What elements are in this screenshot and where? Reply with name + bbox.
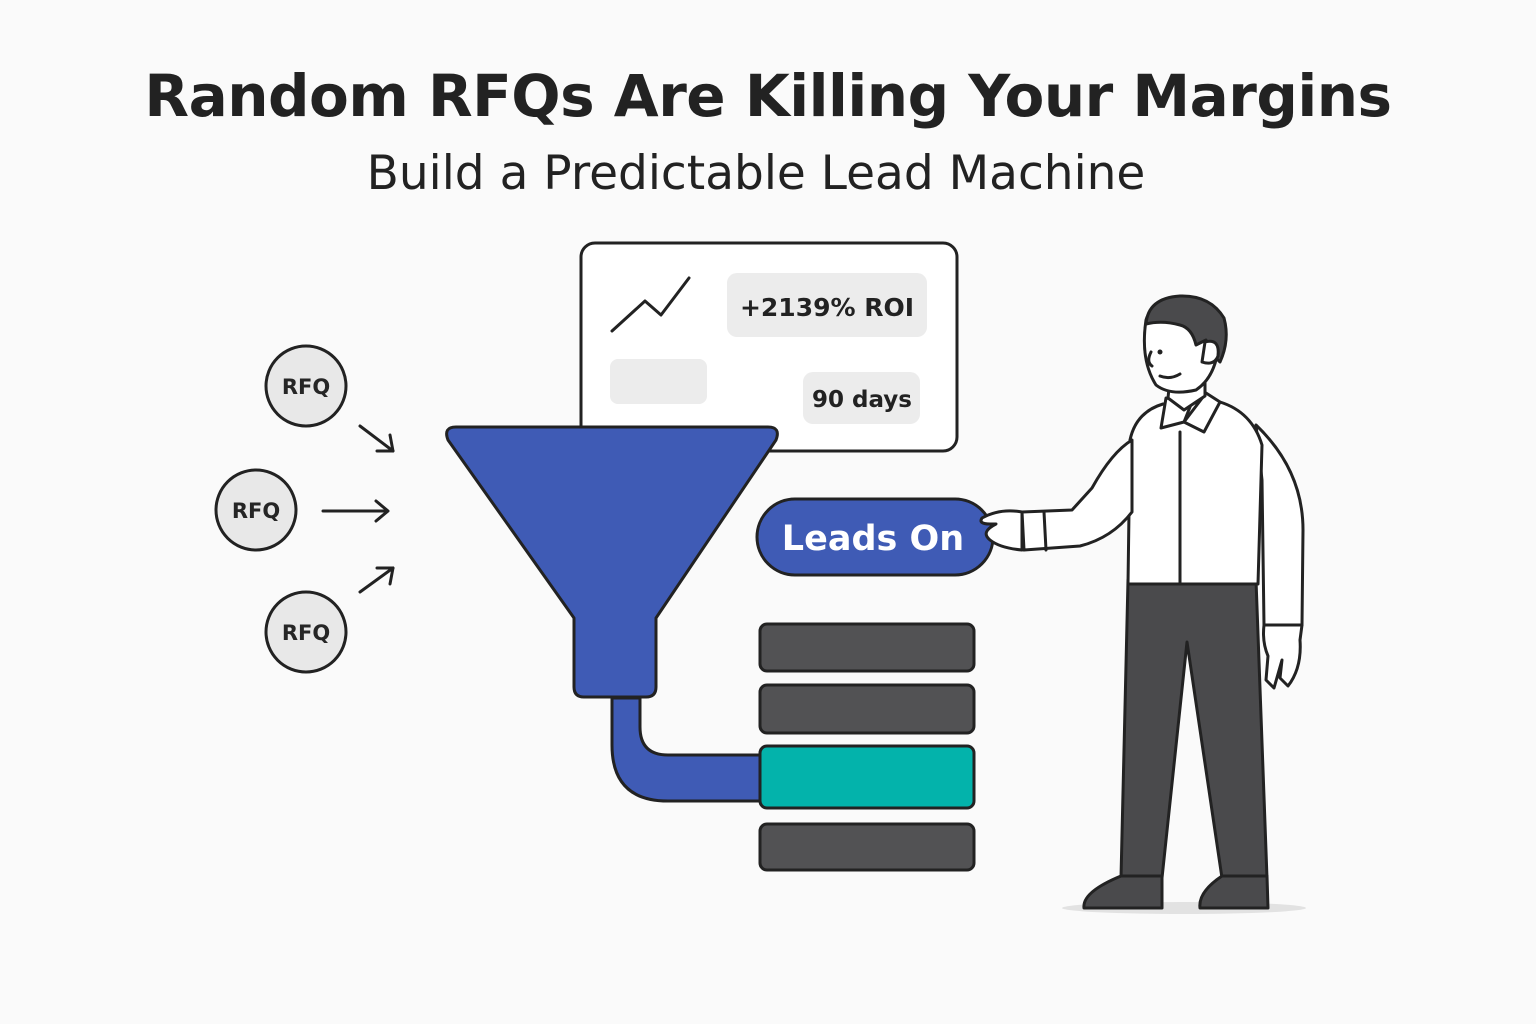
stack-bar-highlighted <box>758 744 976 810</box>
rfq-bubble-bottom: RFQ <box>264 590 348 674</box>
stats-card: +2139% ROI 90 days <box>579 241 959 453</box>
placeholder-block <box>610 359 707 404</box>
leads-on-toggle[interactable]: Leads On <box>755 497 995 577</box>
rfq-label: RFQ <box>282 375 330 399</box>
stack-bar <box>758 822 976 872</box>
businessman-illustration <box>979 294 1306 914</box>
lead-stack <box>758 622 976 872</box>
rfq-bubble-top: RFQ <box>264 344 348 428</box>
roi-badge <box>727 273 927 337</box>
roi-label: +2139% ROI <box>740 293 914 322</box>
toggle-label: Leads On <box>782 519 964 559</box>
rfq-label: RFQ <box>282 621 330 645</box>
rfq-label: RFQ <box>232 499 280 523</box>
trend-line-icon <box>610 276 691 333</box>
duration-label: 90 days <box>812 387 912 413</box>
stack-bar <box>758 683 976 735</box>
arrow-up-right-icon <box>358 566 395 594</box>
page-subtitle: Build a Predictable Lead Machine <box>366 146 1146 201</box>
duration-badge <box>803 372 920 424</box>
page-title: Random RFQs Are Killing Your Margins <box>144 62 1392 130</box>
rfq-bubble-middle: RFQ <box>214 468 298 552</box>
arrow-right-icon <box>321 499 390 523</box>
stack-bar <box>758 622 976 673</box>
funnel <box>445 425 779 803</box>
arrow-down-right-icon <box>358 424 395 453</box>
